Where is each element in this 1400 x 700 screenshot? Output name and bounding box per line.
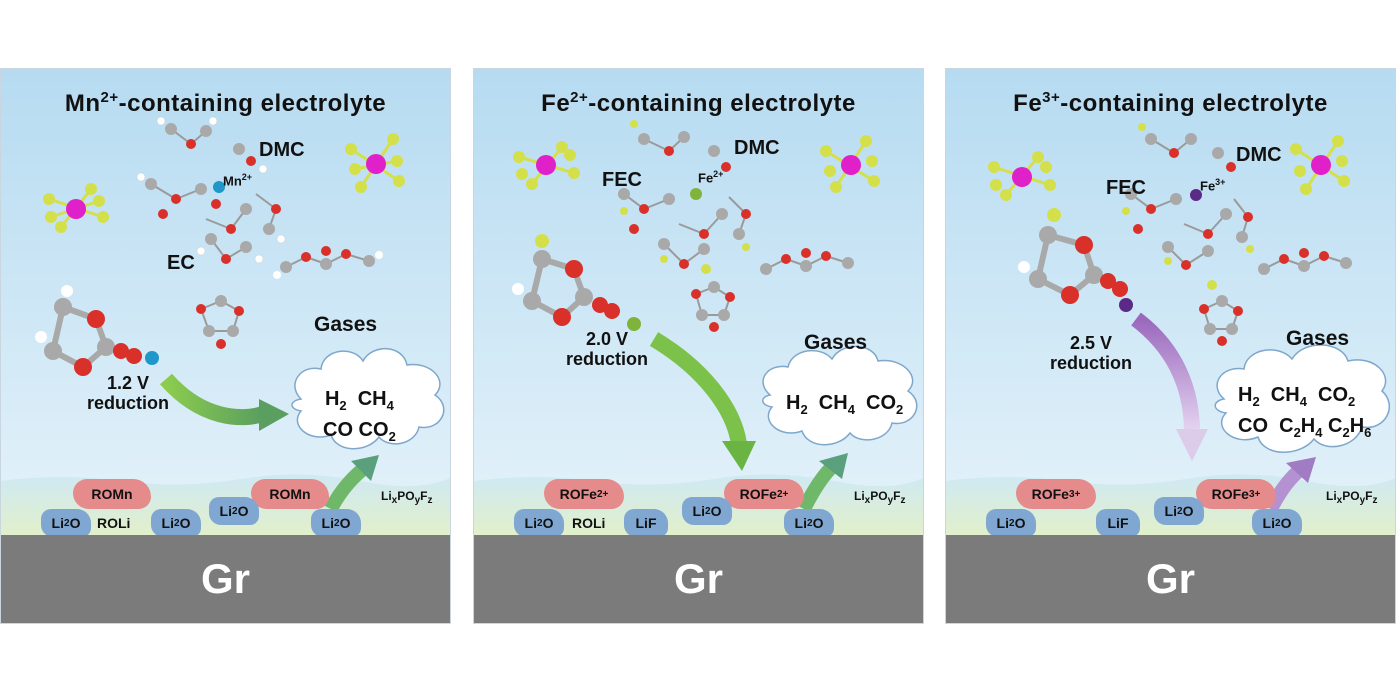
fe2-ion	[690, 188, 702, 200]
graphite-substrate: Gr	[1, 535, 450, 623]
fec-ion-complex	[1018, 208, 1133, 312]
pf6-anion-left	[43, 183, 109, 233]
reduction-arrow	[649, 332, 747, 446]
ion-label: Fe2+	[698, 169, 724, 186]
fec-ion-complex	[512, 234, 641, 331]
panel-title: Fe2+-containing electrolyte	[541, 89, 856, 117]
sei-roli: ROLi	[572, 515, 606, 531]
pf6-anion-left	[513, 141, 580, 190]
dmc-label: DMC	[259, 139, 305, 161]
reduction-arrowhead	[1176, 429, 1208, 461]
panel-title: Fe3+-containing electrolyte	[1013, 89, 1328, 117]
pf6-anion-right	[345, 133, 405, 193]
gas-cloud	[762, 345, 918, 446]
cloud-gases: H2 CH4 CO2	[786, 392, 904, 417]
ion-label: Mn2+	[223, 172, 253, 189]
fec-molecule	[691, 264, 735, 332]
sei-lixpoyfz: LixPOyFz	[854, 489, 906, 506]
pf6-anion-right	[1290, 135, 1350, 195]
panel-fe3: Fe3+-containing electrolyte DMC FEC Fe3+…	[945, 68, 1396, 624]
dmc-label: DMC	[734, 137, 780, 159]
dmc-label: DMC	[1236, 144, 1282, 166]
fec-molecule	[1199, 280, 1243, 346]
reduction-arrowhead	[722, 441, 756, 471]
cloud-gases: H2 CH4 CO CO2	[323, 388, 396, 444]
ec-ion-complex	[35, 285, 159, 376]
pf6-anion-right	[820, 135, 880, 193]
fec-label: FEC	[602, 169, 642, 191]
fec-label: FEC	[1106, 177, 1146, 199]
ion-label: Fe3+	[1200, 177, 1226, 194]
atoms-carbon	[145, 123, 275, 253]
reduction-arrowhead	[259, 399, 289, 431]
graphite-substrate: Gr	[474, 535, 923, 623]
panel-fe2: Fe2+-containing electrolyte DMC FEC Fe2+…	[473, 68, 924, 624]
sei-roli: ROLi	[97, 515, 131, 531]
reduction-arrow	[159, 373, 266, 426]
graphite-substrate: Gr	[946, 535, 1395, 623]
gases-label: Gases	[804, 331, 868, 354]
sei-lixpoyfz: LixPOyFz	[381, 489, 433, 506]
panel-title: Mn2+-containing electrolyte	[64, 89, 387, 117]
sei-lif: LiF	[1096, 509, 1140, 537]
atoms-hydrogen	[136, 116, 286, 264]
sei-romn: ROMn	[251, 479, 329, 509]
gas-cloud	[291, 347, 445, 450]
gases-label: Gases	[314, 313, 378, 336]
fe3-ion	[1190, 189, 1202, 201]
sei-lixpoyfz: LixPOyFz	[1326, 489, 1378, 506]
gases-label: Gases	[1286, 327, 1350, 350]
gas-cloud	[1214, 344, 1391, 453]
pf6-anion-left	[988, 151, 1056, 201]
cloud-gases: H2 CH4 CO2 CO C2H4 C2H6	[1238, 384, 1372, 440]
ec-label: EC	[167, 252, 195, 274]
ec-molecule	[196, 295, 244, 349]
reduction-arrow	[1131, 312, 1200, 430]
panel-mn2: Mn2+-containing electrolyte DMC EC Mn2+ …	[0, 68, 451, 624]
mn-ion	[213, 181, 225, 193]
sei-romn: ROMn	[73, 479, 151, 509]
sei-lif: LiF	[624, 509, 668, 537]
atoms-oxygen	[158, 139, 281, 264]
